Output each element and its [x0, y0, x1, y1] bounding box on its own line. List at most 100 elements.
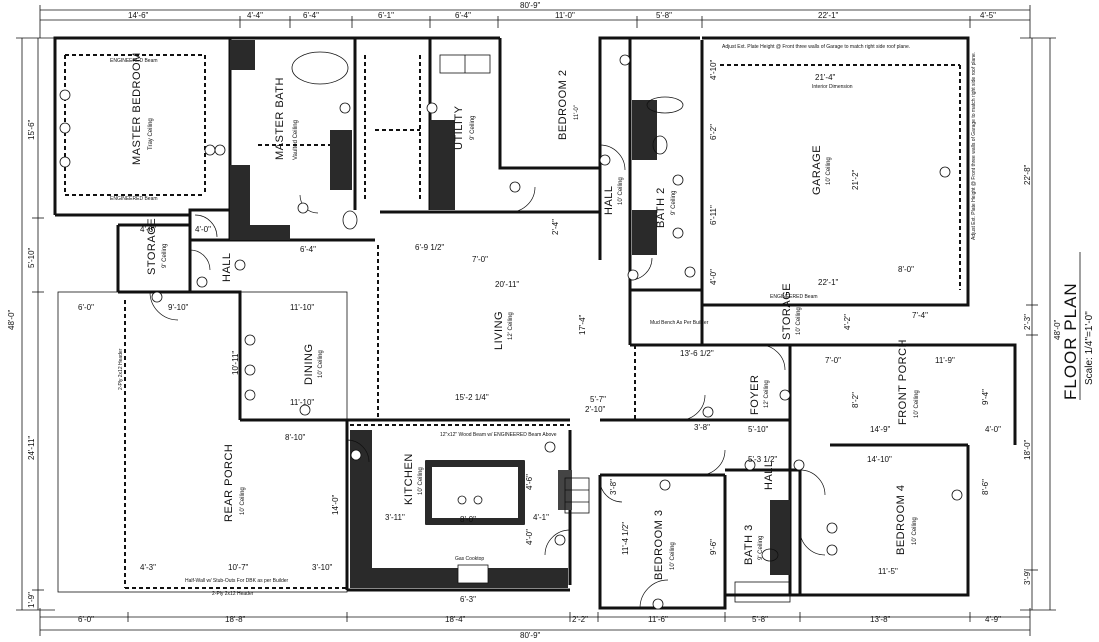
porch-half-wall-note: Half-Wall w/ Stub-Outs For DBK as per Bu… [185, 578, 289, 584]
bed4-115: 11'-5" [878, 567, 898, 576]
foyer-510: 5'-10" [748, 425, 769, 434]
bottom-dim-4: 2'-2" [572, 615, 588, 624]
front-70: 7'-0" [825, 356, 841, 365]
porch-header-left-note: 2-Ply 2x12 Header [118, 348, 124, 390]
kitchen-beam-note: 12"x12" Wood Beam w/ ENGINEERED Beam Abo… [440, 432, 557, 438]
overall-bottom-dimension: 80'-9" [520, 631, 541, 640]
room-master-bath: MASTER BATH [274, 77, 286, 160]
bed3-38: 3'-8" [609, 479, 618, 495]
porch-43: 4'-3" [140, 563, 156, 572]
ceiling-living: 12' Ceiling [508, 312, 514, 340]
bath2-tub-icon [646, 96, 684, 114]
room-kitchen: KITCHEN [403, 453, 415, 505]
bath3-toilet-icon [761, 548, 779, 562]
porch-910: 9'-10" [168, 303, 189, 312]
mud-bench-note: Mud Bench As Per Builder [650, 320, 709, 326]
room-bedroom-4: BEDROOM 4 [895, 484, 907, 555]
bottom-dim-7: 13'-8" [870, 615, 891, 624]
garage-611: 6'-11" [709, 205, 718, 225]
right-dim-2: 2'-3" [1023, 314, 1032, 330]
util-24: 2'-4" [551, 219, 560, 235]
living-depth: 17'-4" [578, 314, 587, 335]
kitchen-41: 4'-1" [533, 513, 549, 522]
porch-1524: 15'-2 1/4" [455, 393, 489, 402]
eng-beam-bottom-note: ENGINEERED Beam [110, 196, 158, 202]
top-dim-6: 11'-0" [555, 11, 575, 20]
porch-header-note: 2-Ply 2x12 Header [212, 591, 254, 597]
tags [59, 54, 963, 610]
bottom-dim-5: 11'-6" [648, 615, 668, 624]
master-toilet-icon [342, 210, 358, 230]
porch-810: 8'-10" [285, 433, 306, 442]
foyer-210: 2'-10" [585, 405, 606, 414]
top-dim-2: 4'-4" [247, 11, 263, 20]
ceiling-bedroom-4: 10' Ceiling [912, 517, 918, 545]
left-dim-4: 1'-9" [27, 592, 36, 608]
kitchen-80: 8'-0" [460, 515, 476, 524]
hall-38: 3'-8" [694, 423, 710, 432]
room-garage: GARAGE [811, 145, 823, 195]
room-foyer: FOYER [749, 375, 761, 415]
room-hall-left: HALL [221, 252, 233, 282]
garage-width: 21'-4" [815, 73, 836, 82]
eng-beam-top-note: ENGINEERED Beam [110, 58, 158, 64]
ceiling-storage-left: 9' Ceiling [162, 244, 168, 269]
room-bedroom-3: BEDROOM 3 [653, 509, 665, 580]
porch-60: 6'-0" [78, 303, 94, 312]
ceiling-hall-upper: 10' Ceiling [618, 177, 624, 205]
room-front-porch: FRONT PORCH [897, 339, 909, 425]
front-94: 9'-4" [981, 389, 990, 405]
room-living: LIVING [493, 311, 505, 350]
room-bath-3: BATH 3 [743, 524, 755, 565]
top-dim-4: 6'-1" [378, 11, 394, 20]
top-dim-5: 6'-4" [455, 11, 471, 20]
hall-46: 4'-6" [140, 225, 156, 234]
kitchen-40: 4'-0" [525, 529, 534, 545]
sink-icon [457, 495, 467, 505]
kitchen-311: 3'-11" [385, 513, 405, 522]
beam-lines [64, 54, 961, 426]
dining-depth: 10'-11" [231, 351, 240, 375]
room-storage-left: STORAGE [146, 218, 158, 275]
bottom-dimension-lines: 6'-0" 18'-8" 18'-4" 2'-2" 11'-6" 5'-8" 1… [39, 608, 1031, 640]
hall-53: 5'-3 1/2" [748, 455, 777, 464]
porch-140: 14'-0" [331, 494, 340, 515]
bed4-86: 8'-6" [981, 479, 990, 495]
ceiling-rear-porch: 10' Ceiling [240, 487, 246, 515]
hall-64: 6'-4" [300, 245, 316, 254]
room-rear-porch: REAR PORCH [223, 444, 235, 522]
bed2-410: 4'-10" [709, 59, 718, 80]
kitchen-46: 4'-6" [525, 474, 534, 490]
porch-107: 10'-7" [228, 563, 249, 572]
dim-bedroom-2: 11'-0" [574, 105, 580, 120]
right-dim-1: 22'-8" [1023, 164, 1032, 185]
ceiling-foyer: 12' Ceiling [764, 380, 770, 408]
plan-title: FLOOR PLAN [1061, 282, 1080, 400]
bottom-dim-6: 5'-8" [752, 615, 768, 624]
cooktop-label: Gas Cooktop [455, 556, 484, 562]
front-149: 14'-9" [870, 425, 891, 434]
ceiling-front-porch: 10' Ceiling [914, 390, 920, 418]
bed3-1142: 11'-4 1/2" [621, 522, 630, 555]
stor-42: 4'-2" [843, 314, 852, 330]
room-utility: UTILITY [453, 105, 465, 150]
ceiling-master-bath: Vaulted Ceiling [293, 120, 299, 160]
ceiling-storage-right: 10' Ceiling [796, 307, 802, 335]
cooktop-symbol [457, 564, 489, 584]
overall-top-dimension: 80'-9" [520, 1, 541, 10]
rear-porch-outline [57, 291, 348, 593]
front-119: 11'-9" [935, 356, 955, 365]
bath3-tub-icon [734, 581, 791, 603]
garage-8: 8'-0" [898, 265, 914, 274]
bottom-dim-3: 18'-4" [445, 615, 466, 624]
top-dim-1: 14'-6" [128, 11, 149, 20]
overall-right-dimension: 48'-0" [1053, 319, 1062, 340]
room-labels: MASTER BEDROOM Tray Ceiling MASTER BATH … [131, 52, 920, 580]
garage-right-note: Adjust Ext. Plate Height @ Front three w… [971, 52, 977, 240]
room-storage-right: STORAGE [781, 283, 793, 340]
overall-left-dimension: 48'-0" [7, 309, 16, 330]
garage-top-note: Adjust Ext. Plate Height @ Front three w… [722, 44, 910, 50]
garage-22: 22'-1" [818, 278, 839, 287]
window-tag [59, 89, 71, 101]
ceiling-dining: 10' Ceiling [318, 350, 324, 378]
